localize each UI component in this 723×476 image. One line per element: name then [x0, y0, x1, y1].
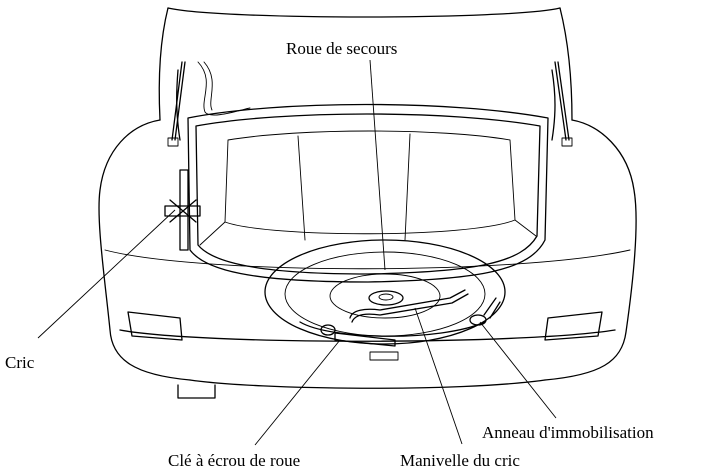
trunk-lid [158, 7, 573, 141]
label-tie-down-eye: Anneau d'immobilisation [482, 423, 654, 442]
jack-handle-tool [349, 289, 469, 323]
trunk-opening [187, 103, 549, 283]
leader-lug-wrench [254, 339, 341, 446]
lid-struts [167, 61, 573, 147]
leader-tie-down-eye [479, 321, 557, 419]
label-lug-wrench: Clé à écrou de roue [168, 451, 301, 470]
lug-wrench-tool [320, 324, 399, 361]
leader-spare-wheel [369, 59, 386, 271]
jack-tool [164, 169, 201, 251]
label-jack: Cric [5, 353, 35, 372]
car-body [98, 119, 637, 399]
leader-jack [37, 209, 176, 339]
label-spare-wheel: Roue de secours [286, 39, 398, 58]
spare-wheel [264, 239, 506, 345]
label-jack-handle: Manivelle du cric [400, 451, 520, 470]
tie-down-eye-tool [469, 297, 501, 326]
rear-reflectors [127, 311, 603, 341]
leader-jack-handle [414, 307, 463, 445]
leader-lines [37, 59, 557, 446]
